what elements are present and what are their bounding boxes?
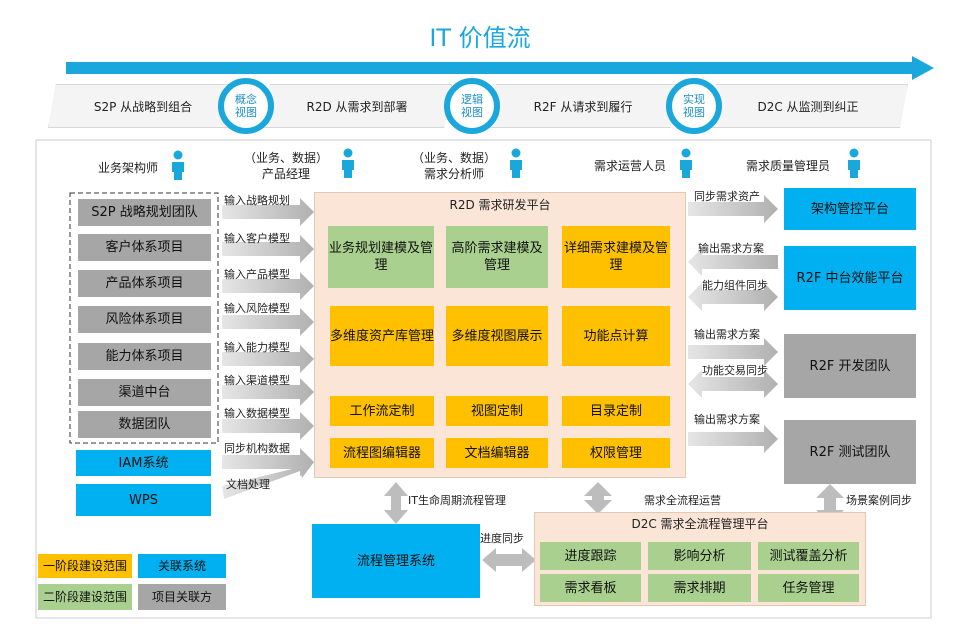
label-function-sync: 功能交易同步 xyxy=(702,364,768,377)
stage-r2d: R2D 从需求到部署 xyxy=(262,84,452,128)
left-box-risk: 风险体系项目 xyxy=(78,306,211,333)
legend-related-system: 关联系统 xyxy=(138,554,226,578)
role-requirement-analyst: （业务、数据）需求分析师 xyxy=(411,151,496,181)
role-quality-manager: 需求质量管理员 xyxy=(745,159,830,173)
label-input-strategy: 输入战略规划 xyxy=(224,194,290,207)
value-stream-arrow xyxy=(66,56,934,80)
person-icon xyxy=(342,148,354,178)
right-box-r2f-platform: R2F 中台效能平台 xyxy=(784,246,916,310)
stage-s2p: S2P 从战略到组合 xyxy=(48,84,238,128)
person-icon xyxy=(172,150,184,180)
label-input-capability: 输入能力模型 xyxy=(224,341,290,354)
d2c-task-management: 任务管理 xyxy=(758,574,859,602)
legend-phase-two: 二阶段建设范围 xyxy=(38,584,132,610)
right-box-r2f-dev: R2F 开发团队 xyxy=(784,334,916,398)
role-requirement-operator: 需求运营人员 xyxy=(593,159,666,173)
label-input-risk: 输入风险模型 xyxy=(224,302,290,315)
process-management-system: 流程管理系统 xyxy=(312,524,480,598)
left-box-capability: 能力体系项目 xyxy=(78,343,211,370)
legend-project-party: 项目关联方 xyxy=(138,584,226,610)
role-business-architect: 业务架构师 xyxy=(97,161,158,175)
label-output-solution-3: 输出需求方案 xyxy=(694,413,760,426)
r2d-title: R2D 需求研发平台 xyxy=(449,198,551,212)
left-box-data-team: 数据团队 xyxy=(78,411,211,438)
d2c-req-schedule: 需求排期 xyxy=(648,574,751,602)
r2d-function-point: 功能点计算 xyxy=(562,306,670,366)
r2d-view-display: 多维度视图展示 xyxy=(446,306,548,366)
person-icon xyxy=(510,148,522,178)
label-input-channel: 输入渠道模型 xyxy=(224,374,290,387)
r2d-catalog: 目录定制 xyxy=(562,396,670,426)
left-box-channel: 渠道中台 xyxy=(78,379,211,406)
label-progress-sync: 进度同步 xyxy=(480,532,524,545)
person-icon xyxy=(680,148,692,178)
r2d-asset-library: 多维度资产库管理 xyxy=(330,306,434,366)
label-input-customer: 输入客户模型 xyxy=(224,232,290,245)
r2d-business-planning: 业务规划建模及管理 xyxy=(328,226,434,288)
right-box-arch-control: 架构管控平台 xyxy=(784,188,916,230)
d2c-title: D2C 需求全流程管理平台 xyxy=(631,517,769,531)
d2c-progress-tracking: 进度跟踪 xyxy=(540,542,641,570)
left-box-customer: 客户体系项目 xyxy=(78,234,211,261)
label-input-product: 输入产品模型 xyxy=(224,268,290,281)
label-scenario-sync: 场景案例同步 xyxy=(846,494,912,507)
left-box-product: 产品体系项目 xyxy=(78,270,211,297)
d2c-test-coverage: 测试覆盖分析 xyxy=(758,542,859,570)
d2c-impact-analysis: 影响分析 xyxy=(648,542,751,570)
r2d-workflow: 工作流定制 xyxy=(330,396,434,426)
label-output-solution-1: 输出需求方案 xyxy=(698,242,764,255)
r2d-flowchart-editor: 流程图编辑器 xyxy=(330,438,434,468)
label-sync-assets: 同步需求资产 xyxy=(694,190,760,203)
right-box-r2f-test: R2F 测试团队 xyxy=(784,420,916,484)
left-box-s2p-team: S2P 战略规划团队 xyxy=(78,199,211,226)
r2d-view-custom: 视图定制 xyxy=(446,396,548,426)
cycle-logical-view: 逻辑视图 xyxy=(444,78,500,134)
label-output-solution-2: 输出需求方案 xyxy=(694,328,760,341)
r2d-permission: 权限管理 xyxy=(562,438,670,468)
label-sync-org: 同步机构数据 xyxy=(224,442,290,455)
stage-d2c: D2C 从监测到纠正 xyxy=(708,84,908,128)
cycle-concept-view: 概念视图 xyxy=(218,78,274,134)
left-box-iam: IAM系统 xyxy=(76,450,211,476)
stage-r2f: R2F 从请求到履行 xyxy=(488,84,678,128)
r2d-high-level-req: 高阶需求建模及管理 xyxy=(446,226,548,288)
page-title: IT 价值流 xyxy=(429,24,531,52)
left-box-wps: WPS xyxy=(76,484,211,516)
d2c-req-board: 需求看板 xyxy=(540,574,641,602)
label-capability-sync: 能力组件同步 xyxy=(702,279,768,292)
label-req-operation: 需求全流程运营 xyxy=(644,494,721,507)
person-icon xyxy=(848,148,860,178)
r2d-detailed-req: 详细需求建模及管理 xyxy=(562,226,670,288)
legend-phase-one: 一阶段建设范围 xyxy=(38,554,132,578)
role-product-manager: （业务、数据）产品经理 xyxy=(243,151,328,181)
cycle-implementation-view: 实现视图 xyxy=(666,78,722,134)
label-doc-processing: 文档处理 xyxy=(226,478,270,491)
label-it-lifecycle: IT生命周期流程管理 xyxy=(408,494,506,507)
r2d-doc-editor: 文档编辑器 xyxy=(446,438,548,468)
label-input-data: 输入数据模型 xyxy=(224,407,290,420)
